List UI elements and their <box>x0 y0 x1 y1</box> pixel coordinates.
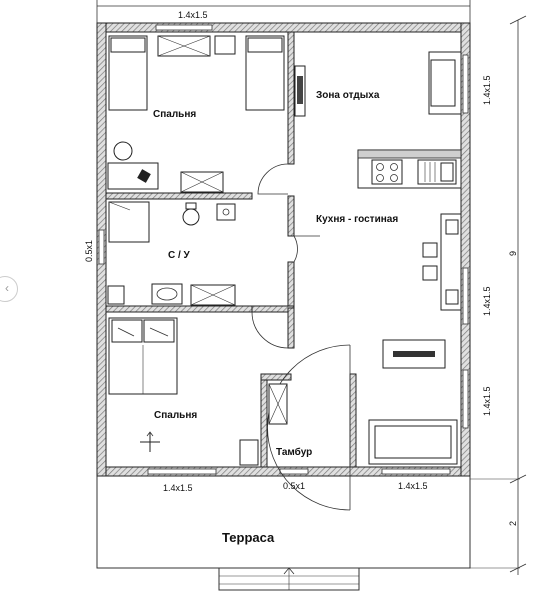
living-furniture <box>368 339 458 465</box>
room-label-terrace: Терраса <box>222 530 275 545</box>
dim-right-window-top: 1.4x1.5 <box>482 75 492 105</box>
dim-house-depth: 9 <box>508 251 518 256</box>
bathroom-fixtures <box>107 201 236 306</box>
bottom-bedroom-furniture <box>108 317 288 466</box>
dim-bottom-right-window: 1.4x1.5 <box>398 481 428 491</box>
room-label-lounge: Зона отдыха <box>316 90 380 101</box>
windows <box>98 24 469 475</box>
right-dimension-line <box>470 15 527 575</box>
dim-right-window-bottom: 1.4x1.5 <box>482 386 492 416</box>
room-label-bathroom: С / У <box>168 250 191 261</box>
chevron-left-icon: ‹ <box>5 281 9 295</box>
dim-right-window-mid: 1.4x1.5 <box>482 286 492 316</box>
crosshair-marker <box>140 431 160 452</box>
room-label-kitchen: Кухня - гостиная <box>316 214 398 225</box>
top-dimension-line <box>96 0 471 24</box>
room-label-bedroom-bottom: Спальня <box>154 410 197 421</box>
dim-left-window: 0.5x1 <box>84 240 94 262</box>
top-bedroom-furniture <box>107 35 285 193</box>
lounge-furniture <box>294 51 462 117</box>
interior-walls <box>105 31 357 468</box>
room-label-bedroom-top: Спальня <box>153 109 196 120</box>
terrace-area <box>96 475 471 591</box>
doors <box>251 163 351 511</box>
dim-bottom-mid-window: 0.5x1 <box>283 481 305 491</box>
dim-bottom-left-window: 1.4x1.5 <box>163 483 193 493</box>
room-label-vestibule: Тамбур <box>276 446 312 458</box>
dim-top-window: 1.4x1.5 <box>178 10 208 20</box>
dining-set <box>422 213 462 311</box>
kitchen-counter <box>357 149 462 189</box>
dim-terrace-depth: 2 <box>508 521 518 526</box>
